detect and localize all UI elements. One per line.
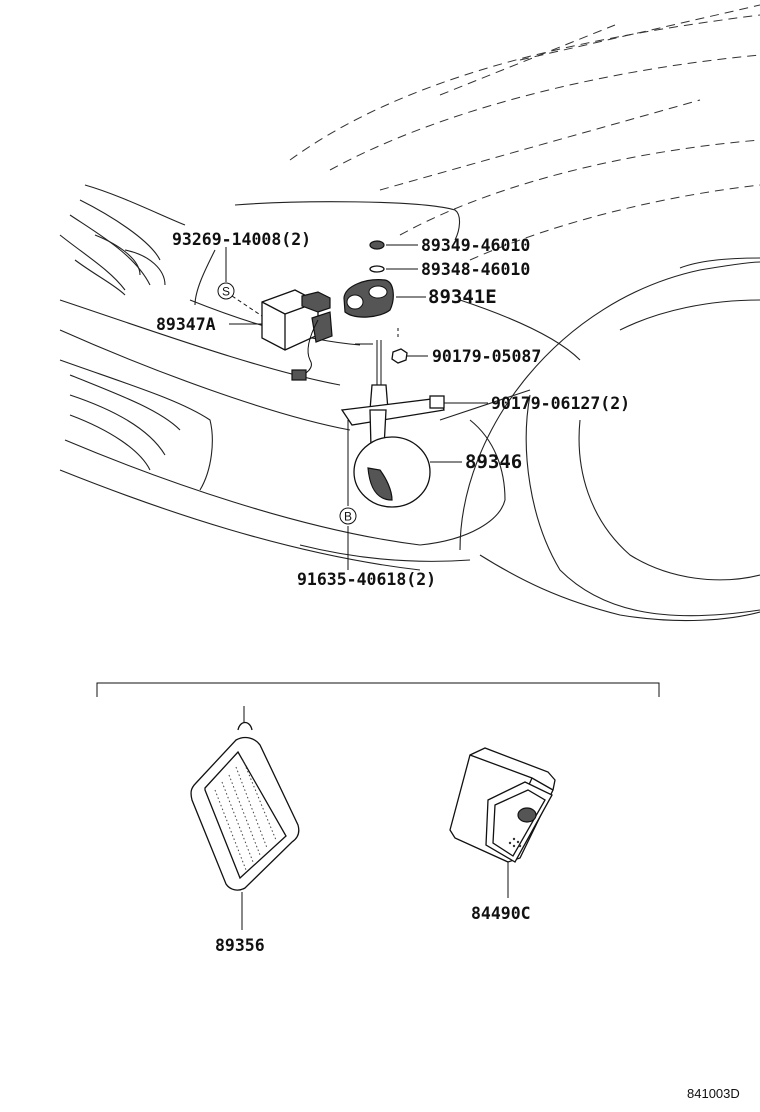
label-89348: 89348-46010 [421,260,530,279]
label-90179-06127: 90179-06127(2) [491,394,630,413]
nut-small-part [391,348,408,364]
label-93269: 93269-14008(2) [172,230,311,249]
callout-s: S [217,282,235,300]
callout-b: B [339,507,357,525]
sensor-part [340,340,445,508]
label-89356: 89356 [215,936,265,955]
label-91635: 91635-40618(2) [297,570,436,589]
washer-part [369,265,385,273]
svg-text:S: S [222,285,230,299]
label-89346: 89346 [465,451,522,473]
label-89341E: 89341E [428,286,497,308]
car-body-outline [59,4,760,622]
nut-part [369,240,385,250]
label-89349: 89349-46010 [421,236,530,255]
group-bracket [96,682,660,697]
label-90179-05087: 90179-05087 [432,347,541,366]
bezel-part [343,279,394,318]
label-84490C: 84490C [471,904,531,923]
label-plate-part [190,706,300,930]
label-89347A: 89347A [156,315,216,334]
switch-part [449,747,556,898]
relay-module-part [261,289,333,381]
svg-text:B: B [344,510,352,524]
figure-code: 841003D [687,1086,740,1101]
leader-lines [225,244,488,570]
